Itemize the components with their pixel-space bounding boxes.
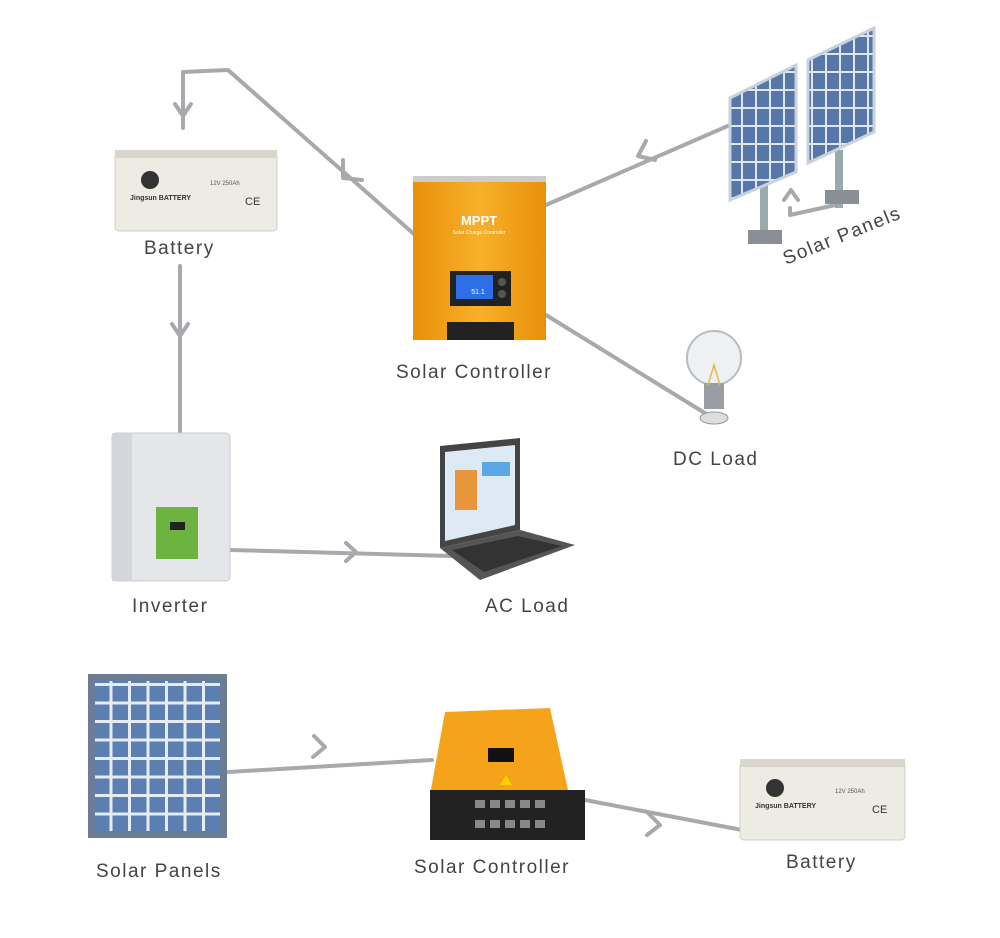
label-inverter: Inverter [132,596,209,617]
panel-interconnect-line [788,202,842,217]
solar-panels-top-image [728,25,876,244]
svg-text:51.1: 51.1 [471,289,485,296]
svg-text:Jingsun BATTERY: Jingsun BATTERY [755,803,816,810]
inverter-image [111,432,231,582]
arrow-inverter-to-acload [344,541,358,563]
label-battery-bottom: Battery [786,852,857,873]
label-solar-panels-bottom: Solar Panels [96,861,222,882]
laptop-image [440,438,575,580]
label-ac-load: AC Load [485,596,570,617]
battery-bottom-image: Jingsun BATTERY 12V 250Ah CE [739,759,906,841]
solar-controller-bottom-image [430,708,585,840]
svg-text:Solar Charge Controller: Solar Charge Controller [453,230,506,236]
controller-to-battery-line [181,68,417,237]
mppt-controller-image: MPPT Solar Charge Controller 51.1 [413,176,546,340]
svg-text:CE: CE [245,196,260,208]
inverter-to-acload-line [228,548,454,558]
arrow-panel-to-controller-bottom [311,734,327,759]
light-bulb-image [686,330,742,425]
controller-to-dcload-line [544,313,710,417]
panel-to-controller-bottom-line [226,758,434,774]
svg-text:12V 250Ah: 12V 250Ah [210,181,240,187]
svg-text:CE: CE [872,804,887,816]
label-solar-controller-bottom: Solar Controller [414,857,570,878]
arrow-to-battery-diag [341,158,364,182]
label-battery-top: Battery [144,238,215,259]
svg-text:Jingsun BATTERY: Jingsun BATTERY [130,195,191,202]
solar-panel-bottom-image [88,674,227,838]
panels-to-controller-line [544,123,732,207]
controller-to-battery-bottom-line [583,798,744,832]
arrow-to-battery [173,102,193,118]
svg-text:12V 250Ah: 12V 250Ah [835,789,865,795]
svg-text:MPPT: MPPT [461,213,497,228]
battery-top-image: Jingsun BATTERY 12V 250Ah CE [114,150,278,232]
arrow-panel-interconnect [782,188,800,202]
arrow-panels-to-controller [636,139,657,162]
label-solar-controller-top: Solar Controller [396,362,552,383]
label-dc-load: DC Load [673,449,759,470]
arrow-battery-to-inverter [170,322,190,338]
connectors [170,68,842,837]
arrow-controller-to-battery-bottom [645,811,662,837]
